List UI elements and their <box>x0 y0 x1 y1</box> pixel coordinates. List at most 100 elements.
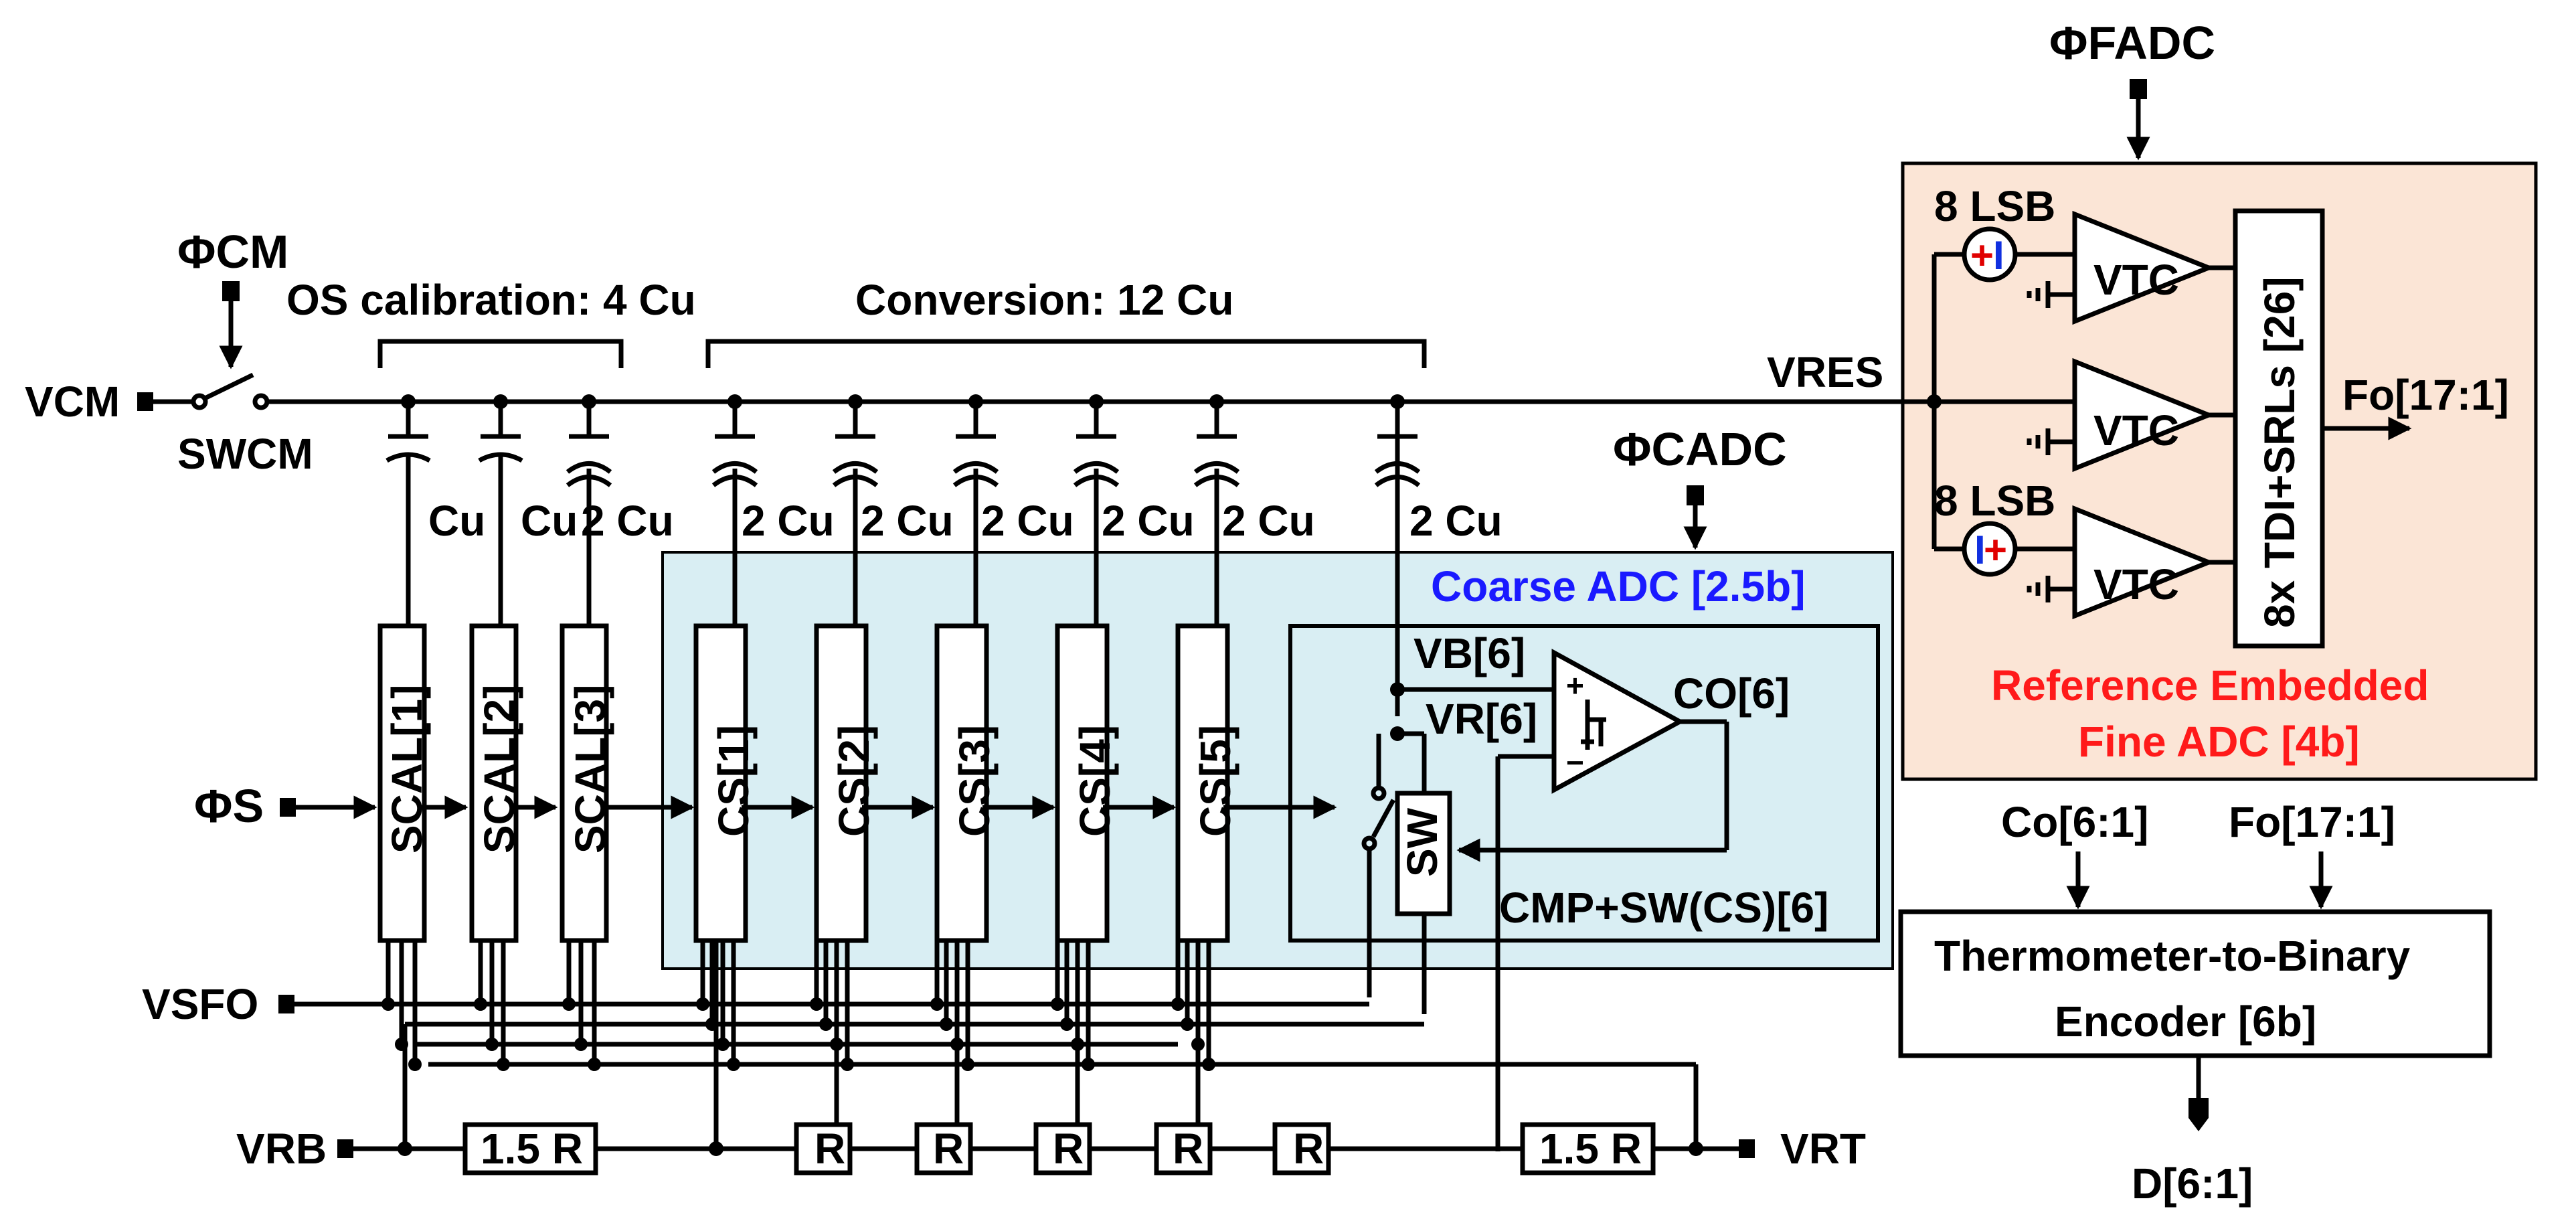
resistor-4 <box>1033 1122 1092 1175</box>
comparator <box>1551 649 1685 794</box>
svg-text:2 Cu: 2 Cu <box>981 497 1074 545</box>
vb-label: VB[6] <box>1413 629 1525 677</box>
cs4-label: CS[4] <box>1071 725 1119 837</box>
node-dot <box>716 1038 729 1051</box>
encoder-label-1: Thermometer-to-Binary <box>1934 932 2411 980</box>
cs-block-3 <box>934 623 989 943</box>
svg-text:R: R <box>814 1125 845 1173</box>
wire <box>1073 461 1120 474</box>
cs-block-4 <box>1055 623 1110 943</box>
vrb-label: VRB <box>236 1125 327 1173</box>
fine-title-2: Fine ADC [4b] <box>2078 718 2360 766</box>
svg-text:+: + <box>1970 233 1994 278</box>
cs-block-1 <box>693 623 748 943</box>
vtc-1 <box>2072 210 2215 325</box>
svg-text:R: R <box>1293 1125 1324 1173</box>
vcm-label: VCM <box>25 378 120 426</box>
tdi-label: 8x TDI+SRLs [26] <box>2255 276 2304 628</box>
phi-cadc-label: ΦCADC <box>1613 423 1787 475</box>
node-dot <box>588 1058 601 1071</box>
encoder-block <box>1898 909 2492 1058</box>
phi-fadc-label: ΦFADC <box>2049 17 2215 69</box>
fo-in-label: Fo[17:1] <box>2229 798 2395 846</box>
node-dot <box>961 1058 974 1071</box>
node-dot <box>474 997 487 1011</box>
cs3-label: CS[3] <box>950 725 999 837</box>
resistor-3 <box>914 1122 973 1175</box>
svg-text:Cu: Cu <box>428 497 485 545</box>
node-dot <box>1171 997 1185 1011</box>
scal-block-3 <box>560 623 609 943</box>
scal1-label: SCAL[1] <box>383 685 431 853</box>
resistor-7 <box>1520 1122 1656 1175</box>
vsfo-label: VSFO <box>142 980 258 1028</box>
svg-text:R: R <box>1173 1125 1203 1173</box>
scal-block-2 <box>469 623 519 943</box>
co6-label: CO[6] <box>1673 669 1790 718</box>
node-dot <box>930 997 944 1011</box>
lsb2-label: 8 LSB <box>1934 477 2055 525</box>
svg-text:Cu: Cu <box>521 497 578 545</box>
sw-box <box>1395 791 1452 916</box>
node-dot <box>497 1058 510 1071</box>
vrt-label: VRT <box>1780 1125 1866 1173</box>
node-dot <box>1051 997 1064 1011</box>
node-dot <box>1181 1018 1194 1031</box>
cmp-sw-label: CMP+SW(CS)[6] <box>1499 884 1828 932</box>
coarse-adc-title: Coarse ADC [2.5b] <box>1431 562 1806 610</box>
switch-blocks <box>377 623 1230 943</box>
swcm-label: SWCM <box>177 430 313 478</box>
svg-text:I: I <box>1993 233 2004 278</box>
svg-text:1.5 R: 1.5 R <box>481 1125 583 1173</box>
vres-label: VRES <box>1767 348 1883 396</box>
svg-text:R: R <box>1053 1125 1084 1173</box>
scal-block-1 <box>377 623 427 943</box>
co-in-label: Co[6:1] <box>2001 798 2148 846</box>
vr-label: VR[6] <box>1426 695 1537 743</box>
svg-text:2 Cu: 2 Cu <box>742 497 835 545</box>
node-dot <box>381 997 395 1011</box>
resistor-2 <box>794 1122 853 1175</box>
fo-out-label: Fo[17:1] <box>2342 371 2509 419</box>
vtc-2 <box>2072 357 2215 473</box>
cs5-label: CS[5] <box>1191 725 1239 837</box>
wire <box>1193 461 1240 474</box>
svg-text:2 Cu: 2 Cu <box>1409 497 1502 545</box>
fine-title-1: Reference Embedded <box>1991 661 2429 710</box>
cmp-sw-block <box>1288 624 1880 943</box>
cs1-label: CS[1] <box>709 725 758 837</box>
svg-text:2 Cu: 2 Cu <box>581 497 674 545</box>
resistor-5 <box>1154 1122 1213 1175</box>
resistor-1 <box>462 1122 598 1175</box>
sw-label: SW <box>1398 807 1446 877</box>
node-dot <box>1202 1058 1215 1071</box>
wire <box>711 461 758 474</box>
wire <box>952 461 999 474</box>
node-dot <box>940 1018 953 1031</box>
wire <box>478 452 523 463</box>
svg-text:2 Cu: 2 Cu <box>1222 497 1315 545</box>
node-dot <box>841 1058 854 1071</box>
svg-text:VTC: VTC <box>2093 256 2179 304</box>
node-dot <box>1082 1058 1095 1071</box>
cs2-label: CS[2] <box>830 725 878 837</box>
node-dot <box>727 1058 740 1071</box>
phi-cm-label: ΦCM <box>177 226 288 278</box>
node-dot <box>562 997 576 1011</box>
scal2-label: SCAL[2] <box>475 685 523 853</box>
svg-text:+: + <box>1984 527 2007 572</box>
conversion-label: Conversion: 12 Cu <box>855 276 1233 324</box>
phi-s-label: ΦS <box>194 780 264 832</box>
lsb1-label: 8 LSB <box>1934 182 2055 230</box>
encoder-label-2: Encoder [6b] <box>2055 997 2316 1046</box>
scal3-label: SCAL[3] <box>566 685 614 853</box>
dout-label: D[6:1] <box>2132 1159 2253 1208</box>
os-cal-label: OS calibration: 4 Cu <box>286 276 696 324</box>
svg-text:+: + <box>1566 668 1584 703</box>
svg-text:−: − <box>1566 745 1584 780</box>
svg-text:2 Cu: 2 Cu <box>1102 497 1195 545</box>
svg-text:2 Cu: 2 Cu <box>861 497 954 545</box>
wire <box>385 452 431 463</box>
svg-text:VTC: VTC <box>2093 406 2179 455</box>
